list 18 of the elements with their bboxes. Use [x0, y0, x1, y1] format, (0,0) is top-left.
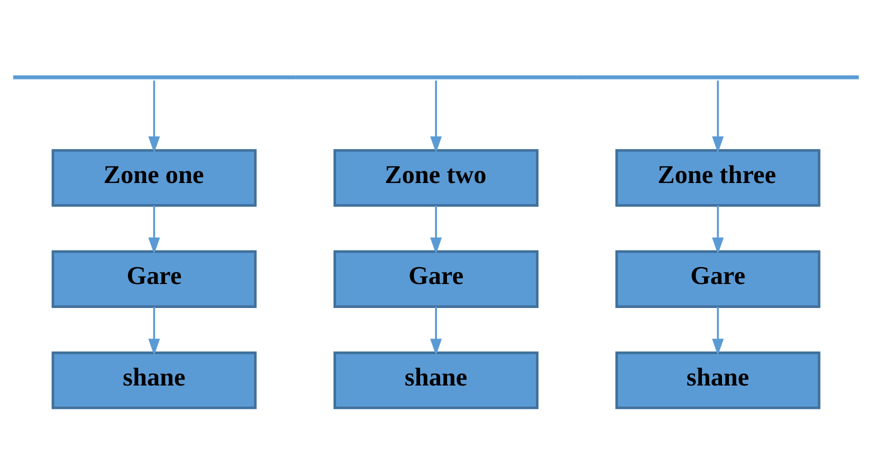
arrow — [430, 306, 442, 356]
node-box: Gare — [615, 250, 820, 308]
node-box: Zone one — [52, 149, 257, 207]
arrow — [148, 206, 160, 254]
arrow — [430, 206, 442, 254]
node-box: Zone two — [334, 149, 538, 207]
node-box: shane — [615, 352, 820, 410]
node-box: shane — [334, 352, 538, 410]
node-box: Gare — [52, 250, 257, 308]
arrow — [148, 306, 160, 356]
node-box: Zone three — [615, 149, 820, 207]
arrow — [148, 80, 160, 153]
arrow — [712, 206, 724, 254]
node-box: Gare — [334, 250, 538, 308]
arrow — [712, 306, 724, 356]
node-box: shane — [52, 352, 257, 410]
arrow — [430, 80, 442, 153]
arrow — [712, 80, 724, 153]
